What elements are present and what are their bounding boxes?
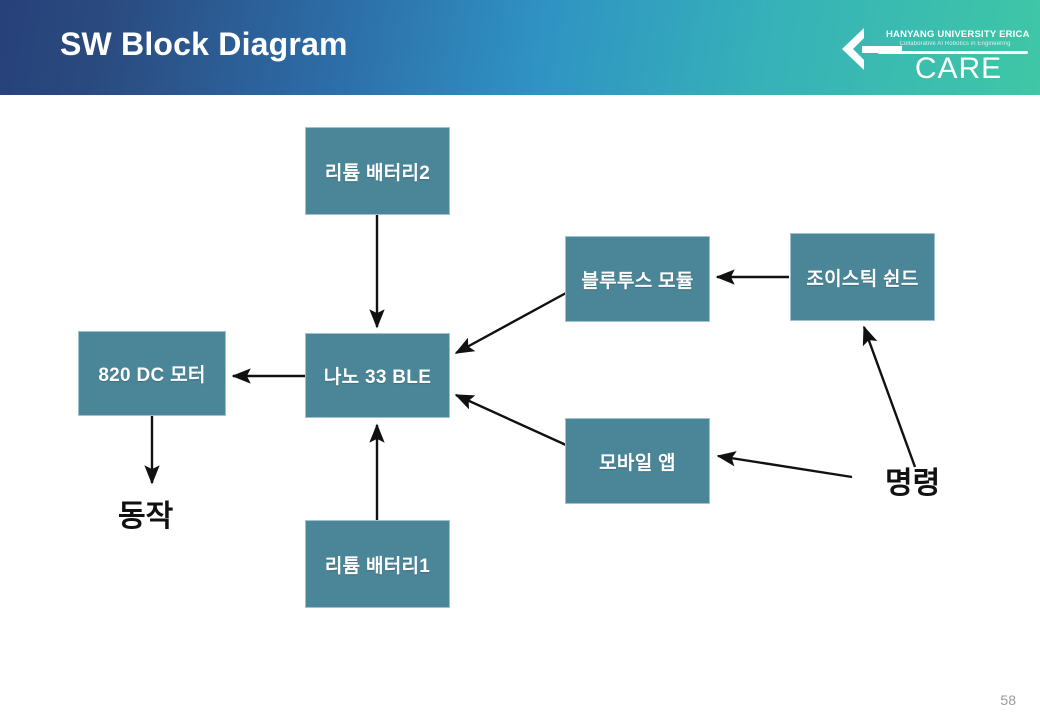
care-logo: HANYANG UNIVERSITY ERICA Collaborative A… [830,16,1030,85]
block-mobile-app[interactable]: 모바일 앱 [565,418,710,504]
edge-command-to-joystick [862,325,917,468]
edge-mobileapp-to-nano [454,393,567,447]
logo-wordmark: CARE [914,52,1003,85]
block-joystick-shield[interactable]: 조이스틱 쉰드 [790,233,935,321]
page-title: SW Block Diagram [60,26,348,62]
block-battery1[interactable]: 리튬 배터리1 [305,520,450,608]
block-battery2-label: 리튬 배터리2 [324,162,431,184]
logo-subtitle: Collaborative AI Robotics in Engineering [899,41,1011,47]
block-mobile-app-label: 모바일 앱 [599,452,676,474]
edge-bluetooth-to-nano [454,291,567,355]
block-nano-33-ble-label: 나노 33 BLE [323,367,432,388]
logo-university-name: HANYANG UNIVERSITY ERICA [886,29,1030,40]
connector-layer [144,215,917,520]
logo-divider [878,51,1028,54]
block-motor-label: 820 DC 모터 [98,365,206,386]
edge-command-to-mobileapp [716,451,853,479]
diagram-canvas: 리튬 배터리2 820 DC 모터 나노 33 BLE 블루투스 모듈 조이스틱… [0,95,1040,720]
block-motor[interactable]: 820 DC 모터 [78,331,226,416]
label-command: 명령 [885,467,941,500]
block-battery2[interactable]: 리튬 배터리2 [305,127,450,215]
block-nano-33-ble[interactable]: 나노 33 BLE [305,333,450,418]
label-action: 동작 [118,500,174,533]
block-joystick-shield-label: 조이스틱 쉰드 [806,268,919,290]
slide-header: SW Block Diagram HANYANG UNIVERSITY ERIC… [0,0,1040,95]
block-bluetooth-module[interactable]: 블루투스 모듈 [565,236,710,322]
block-battery1-label: 리튬 배터리1 [324,555,431,577]
page-number: 58 [1000,692,1016,708]
block-bluetooth-module-label: 블루투스 모듈 [581,270,694,292]
